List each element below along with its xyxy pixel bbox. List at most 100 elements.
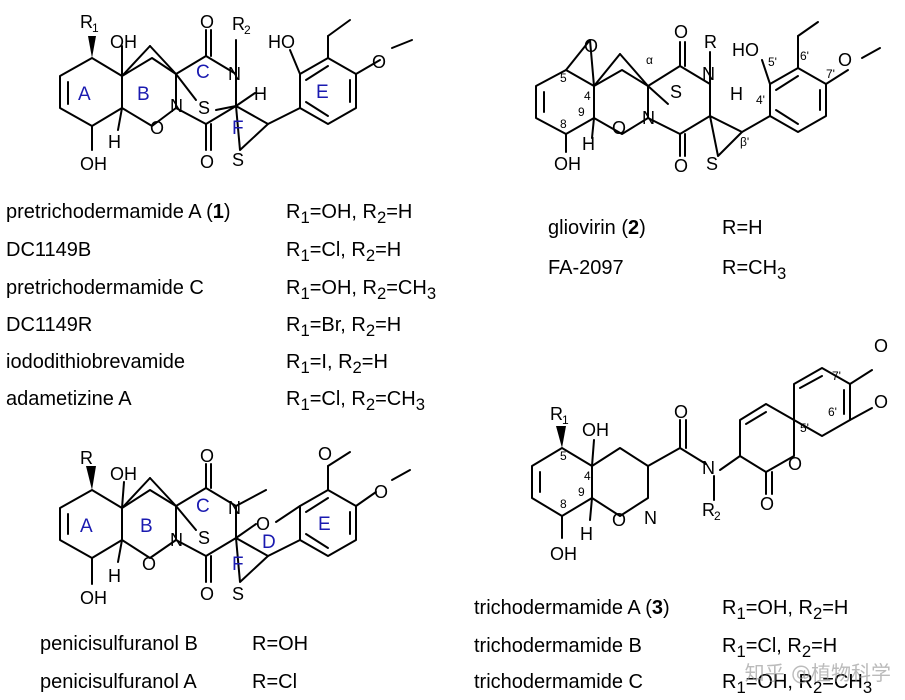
compound-2-name: DC1149B — [6, 239, 92, 261]
svg-text:O: O — [612, 118, 626, 138]
compound-5-name: iododithiobrevamide — [6, 351, 186, 373]
svg-text:B: B — [140, 516, 153, 537]
svg-text:4': 4' — [756, 93, 765, 107]
compound-4-name: DC1149R — [6, 314, 93, 336]
svg-text:N: N — [170, 96, 183, 116]
svg-text:O: O — [584, 36, 598, 56]
structure2-atoms: O OH H O N O O S S R N H HO O 5 4 8 9 5'… — [554, 22, 852, 176]
trichodermamide-c-substituents: R1=OH, R2=CH3 — [722, 671, 873, 697]
svg-text:HO: HO — [268, 32, 295, 52]
svg-text:5: 5 — [560, 71, 567, 85]
penicisulfuranol-a-name: penicisulfuranol A — [40, 671, 197, 693]
svg-text:4: 4 — [584, 89, 591, 103]
svg-text:α: α — [646, 53, 653, 67]
svg-text:N: N — [702, 458, 715, 478]
svg-text:O: O — [874, 336, 888, 356]
svg-text:R: R — [232, 14, 245, 34]
svg-text:N: N — [170, 530, 183, 550]
svg-text:R: R — [80, 448, 93, 468]
svg-text:9: 9 — [578, 105, 585, 119]
compound-6-substituents: R1=Cl, R2=CH3 — [286, 388, 425, 414]
svg-text:N: N — [228, 498, 241, 518]
compound-3-substituents: R1=OH, R2=CH3 — [286, 277, 437, 303]
svg-text:O: O — [200, 152, 214, 172]
svg-text:H: H — [254, 84, 267, 104]
gliovirin-name: gliovirin (2) — [548, 217, 646, 239]
svg-text:8: 8 — [560, 117, 567, 131]
svg-text:O: O — [760, 494, 774, 514]
svg-text:N: N — [228, 64, 241, 84]
svg-text:1: 1 — [92, 21, 99, 35]
structure-gliovirin — [535, 21, 881, 157]
compound-5-substituents: R1=I, R2=H — [286, 351, 388, 377]
trichodermamide-b-name: trichodermamide B — [474, 635, 642, 657]
svg-text:O: O — [200, 446, 214, 466]
svg-text:O: O — [674, 156, 688, 176]
svg-text:O: O — [318, 444, 332, 464]
svg-text:HO: HO — [732, 40, 759, 60]
svg-text:R: R — [80, 12, 93, 32]
svg-text:N: N — [644, 508, 657, 528]
svg-text:O: O — [874, 392, 888, 412]
svg-text:O: O — [142, 554, 156, 574]
svg-text:B: B — [137, 84, 150, 105]
svg-text:S: S — [232, 150, 244, 170]
penicisulfuranol-b-name: penicisulfuranol B — [40, 633, 198, 655]
svg-text:R: R — [704, 32, 717, 52]
svg-text:β': β' — [740, 135, 749, 149]
svg-text:7': 7' — [832, 369, 841, 383]
svg-text:H: H — [108, 566, 121, 586]
svg-text:OH: OH — [110, 464, 137, 484]
structure-trichodermamide — [531, 367, 873, 539]
svg-text:1: 1 — [562, 413, 569, 427]
svg-text:4: 4 — [584, 469, 591, 483]
fa2097-substituents: R=CH3 — [722, 257, 787, 283]
svg-text:S: S — [198, 528, 210, 548]
svg-text:C: C — [196, 496, 210, 517]
svg-text:5': 5' — [768, 55, 777, 69]
svg-text:O: O — [200, 12, 214, 32]
svg-text:E: E — [318, 514, 331, 535]
svg-text:OH: OH — [582, 420, 609, 440]
svg-text:O: O — [674, 22, 688, 42]
svg-text:A: A — [78, 84, 91, 105]
svg-text:O: O — [256, 514, 270, 534]
svg-text:O: O — [372, 52, 386, 72]
svg-text:2: 2 — [244, 23, 251, 37]
compound-1-substituents: R1=OH, R2=H — [286, 201, 413, 227]
compound-2-substituents: R1=Cl, R2=H — [286, 239, 402, 265]
svg-text:F: F — [232, 554, 244, 575]
svg-text:O: O — [374, 482, 388, 502]
svg-text:S: S — [670, 82, 682, 102]
svg-text:H: H — [730, 84, 743, 104]
svg-text:D: D — [262, 532, 276, 553]
penicisulfuranol-a-substituents: R=Cl — [252, 671, 298, 693]
svg-text:O: O — [200, 584, 214, 604]
trichodermamide-b-substituents: R1=Cl, R2=H — [722, 635, 838, 661]
svg-text:S: S — [198, 98, 210, 118]
svg-text:2: 2 — [714, 509, 721, 523]
compound-1-name: pretrichodermamide A (1) — [6, 201, 231, 223]
structure-penicisulfuranol — [59, 451, 411, 585]
svg-text:6': 6' — [800, 49, 809, 63]
svg-text:S: S — [232, 584, 244, 604]
svg-text:H: H — [108, 132, 121, 152]
structure-pretrichodermamide — [59, 19, 413, 151]
svg-text:O: O — [612, 510, 626, 530]
svg-text:S: S — [706, 154, 718, 174]
svg-text:R: R — [702, 500, 715, 520]
svg-text:N: N — [702, 64, 715, 84]
svg-text:OH: OH — [80, 588, 107, 608]
svg-text:8: 8 — [560, 497, 567, 511]
svg-text:C: C — [196, 62, 210, 83]
svg-text:H: H — [580, 524, 593, 544]
trichodermamide-a-name: trichodermamide A (3) — [474, 597, 670, 619]
compound-6-name: adametizine A — [6, 388, 132, 410]
svg-text:OH: OH — [110, 32, 137, 52]
svg-text:O: O — [150, 118, 164, 138]
svg-text:O: O — [788, 454, 802, 474]
svg-text:5': 5' — [800, 421, 809, 435]
